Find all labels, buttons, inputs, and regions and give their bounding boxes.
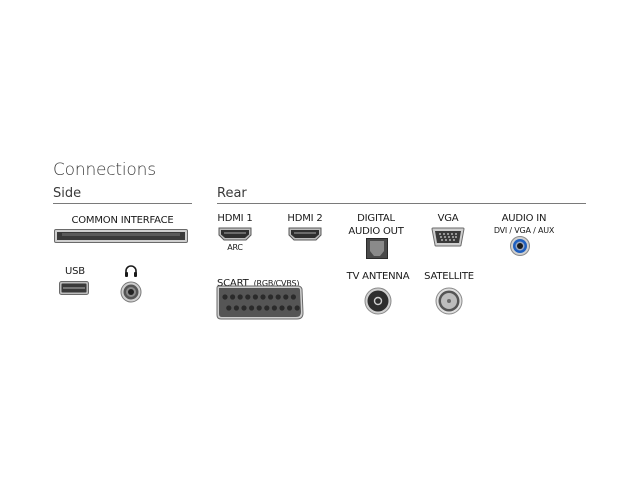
vga-label: VGA [437,213,459,224]
rear-section-label: Rear [217,186,247,201]
scart-label-group: SCART (RGB/CVBS) [217,271,299,290]
audio-in-sub-label: DVI / VGA / AUX [493,226,555,235]
scart-pin [264,305,270,311]
audio-in-jack-icon [510,236,530,256]
hdmi1-arc-label: ARC [227,243,243,252]
scart-port-icon [216,285,304,321]
headphones-icon [124,264,138,277]
common-interface-label: COMMON INTERFACE [71,215,174,226]
rear-divider [217,203,586,204]
scart-pin [294,305,300,311]
tv-antenna-label: TV ANTENNA [346,271,410,282]
optical-port-icon [366,238,388,259]
headphone-jack-icon [120,281,142,303]
scart-pin [271,305,277,311]
audio-in-label: AUDIO IN [501,213,547,224]
scart-pin [245,294,251,300]
scart-pin [241,305,247,311]
vga-port-icon [431,227,465,247]
scart-pin [275,294,281,300]
side-divider [53,203,192,204]
scart-pin [237,294,243,300]
page-title: Connections [53,160,156,180]
usb-label: USB [65,266,85,277]
scart-pin [252,294,258,300]
scart-pin [260,294,266,300]
scart-pin [222,294,228,300]
scart-pin [230,294,236,300]
hdmi1-port-icon [218,227,252,241]
scart-pin [226,305,232,311]
scart-pin [249,305,255,311]
usb-port-icon [59,281,89,295]
digital-audio-out-label-line1: DIGITAL [357,213,395,224]
satellite-label: SATELLITE [424,271,474,282]
hdmi1-label: HDMI 1 [217,213,253,224]
hdmi2-label: HDMI 2 [287,213,323,224]
scart-label: SCART [217,278,249,289]
scart-sub-label: (RGB/CVBS) [253,279,300,288]
scart-pin [233,305,239,311]
common-interface-slot-icon [54,229,188,243]
scart-pin [283,294,289,300]
digital-audio-out-label-line2: AUDIO OUT [348,226,404,237]
hdmi2-port-icon [288,227,322,241]
side-section-label: Side [53,186,82,201]
scart-pin [268,294,274,300]
scart-pin [290,294,296,300]
satellite-port-icon [435,287,463,315]
scart-pin [256,305,262,311]
tv-antenna-port-icon [364,287,392,315]
scart-pin [287,305,293,311]
scart-pin [279,305,285,311]
